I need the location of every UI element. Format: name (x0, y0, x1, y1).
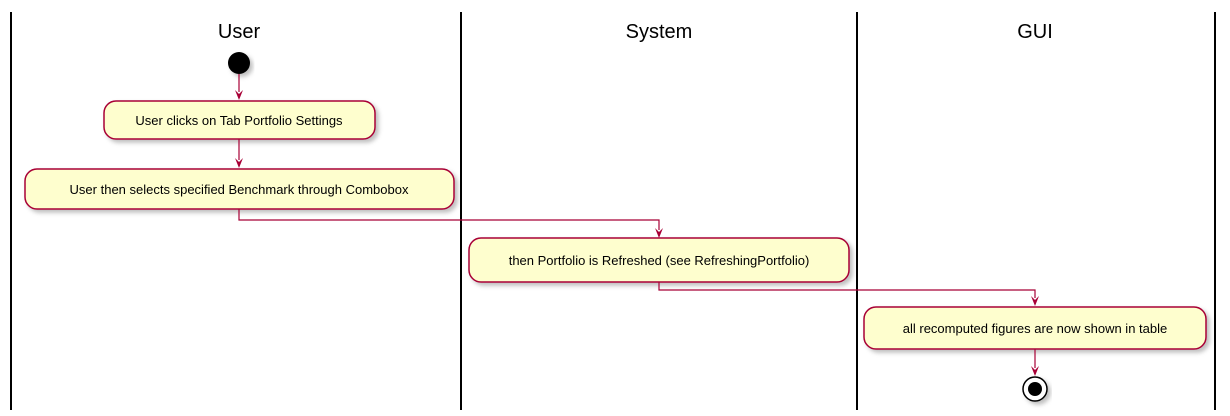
activity-click-tab-label: User clicks on Tab Portfolio Settings (135, 113, 343, 128)
activity-show-figures-label: all recomputed figures are now shown in … (903, 321, 1167, 336)
flow-refresh-to-show (658, 282, 1036, 298)
activity-select-benchmark-label: User then selects specified Benchmark th… (70, 182, 409, 197)
lane-title-user: User (218, 21, 261, 43)
lane-title-gui: GUI (1017, 21, 1053, 43)
arrowhead (235, 158, 243, 168)
arrowhead (1031, 296, 1039, 306)
end-node (1022, 376, 1048, 402)
arrowhead (655, 228, 663, 238)
activity-refresh-portfolio-label: then Portfolio is Refreshed (see Refresh… (509, 253, 810, 268)
arrowhead (235, 90, 243, 100)
lane-title-system: System (626, 21, 693, 43)
arrowhead (1031, 366, 1039, 376)
start-node (228, 52, 250, 74)
flow-select-to-refresh (238, 209, 660, 230)
